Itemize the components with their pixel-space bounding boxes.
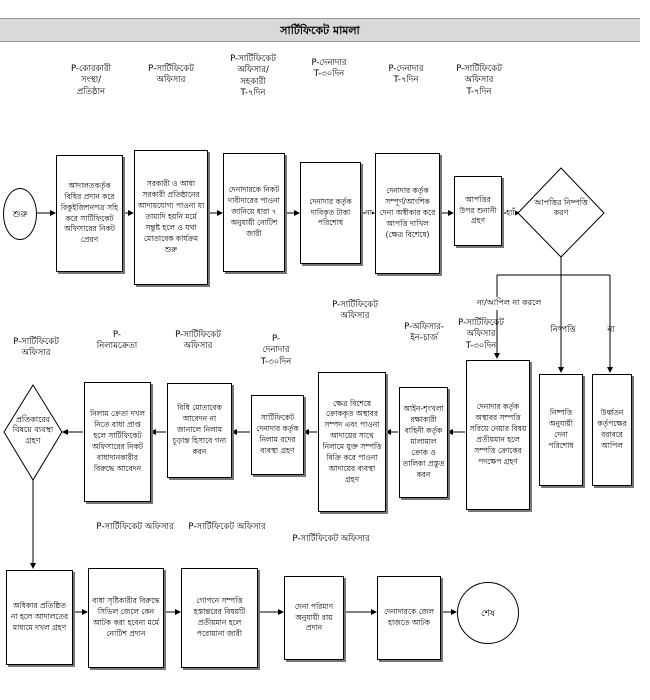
row1-label-1: P-কোরকারী সংস্থা/ প্রতিষ্ঠান xyxy=(70,64,112,97)
row1-label-6: P-সার্টিফিকেট অফিসার T-৭দিন xyxy=(456,64,502,97)
row2-box-5: আইন-শৃংখলা রক্ষাকারী বাহিনী কর্তৃক মালাম… xyxy=(399,387,448,498)
diamond-text-objection: আপত্তির নিষ্পত্তি করণ xyxy=(534,198,588,218)
row2-label-1: P-সার্টিফিকেট অফিসার xyxy=(13,337,59,359)
row2-box-8: উর্ধ্বতন কর্তৃপক্ষের বরাবরে আপিল xyxy=(592,374,632,486)
row2-box-7: নিষ্পত্তি অনুযায়ী দেনা পরিশোধ xyxy=(539,374,583,486)
diamond-text-remedy: প্রতিকারের বিষয়ে ব্যবস্থা গ্রহণ xyxy=(12,415,54,445)
row2-label-5: P-সার্টিফিকেট অফিসার xyxy=(332,300,378,322)
row1-box-4: দেনাদার কর্তৃক দাবিকৃত টাকা পরিশোধ xyxy=(300,162,361,264)
row3-box-2: বাধা সৃষ্টিকারীর বিরুদ্ধে সিভিল জেলে কেন… xyxy=(88,568,164,668)
row1-box-3: দেনাদারকে নিকট দাবীদারের পাওনা জানিয়ে ধ… xyxy=(223,153,285,272)
row2-label-7: P-সার্টিফিকেট অফিসার T-৩০দিন xyxy=(458,318,504,351)
branch-label-no-appeal: না/আপিল না করলে xyxy=(477,297,542,310)
row1-label-5: P-দেনাদার T-৭দিন xyxy=(388,64,424,86)
row3-label-2: P-সার্টিফিকেট অফিসার xyxy=(188,522,266,532)
row1-label-4: P-দেনাদার T-৩০দিন xyxy=(311,58,347,80)
row2-label-6: P-অফিসার- ইন-চার্জ xyxy=(404,322,444,344)
row3-box-1: অধিকার প্রতিষ্ঠিত না হলে আদালতের মাধ্যমে… xyxy=(6,570,73,665)
row2-label-4: P- দেনাদার T-৩০দিন xyxy=(260,334,292,367)
row1-box-1: আদালতকর্তৃক বিধির প্রদান করে রিকুইজিশনপত… xyxy=(56,155,123,272)
row2-box-4: ক্ষেত্র বিশেষে ক্রোককৃত অস্থাবর সম্পদ এব… xyxy=(318,372,386,512)
row1-box-2: সরকারী ও আধা সরকারী প্রতিষ্ঠানের আদায়যো… xyxy=(134,150,208,285)
row2-right-label-1: নিষ্পত্তি xyxy=(550,325,576,335)
edge-label-yes: হ্যাঁ xyxy=(506,207,515,220)
row2-box-1: নিলাম ক্রেতা দখল নিতে বাধা প্রাপ্ত হলে স… xyxy=(84,382,151,502)
row3-box-5: দেনাদারকে জেল হাজতে আটক xyxy=(377,576,441,660)
page-title: সার্টিফিকেট মামলা xyxy=(280,24,360,37)
row3-box-4: দেনা পরিমাণ অনুযায়ী রায় প্রদান xyxy=(284,576,344,660)
end-node: শেষ xyxy=(457,582,519,644)
title-bar: সার্টিফিকেট মামলা xyxy=(0,18,640,42)
decision-diamond-remedy xyxy=(3,384,63,481)
row2-box-6: দেনাদার কর্তৃক অস্থাবর সম্পত্তি সরিয়ে ন… xyxy=(466,360,530,510)
start-node: শুরু xyxy=(3,188,37,240)
row1-box-6: আপত্তির উপর শুনানী গ্রহণ xyxy=(454,176,502,246)
row2-box-2: বিধি মোতাবেক আবেদন না জানালে নিলাম চূড়া… xyxy=(167,383,232,478)
row1-box-5: দেনাদার কর্তৃক সম্পূর্ণ/আংশিক দেনা অস্বী… xyxy=(375,153,440,274)
row2-label-2: P- নিলামক্রেতা xyxy=(96,330,138,352)
row2-box-3: সার্টিফিকেট দেনাদার কর্তৃক নিলাম রদের ব্… xyxy=(251,395,304,475)
row3-label-3: P-সার্টিফিকেট অফিসার xyxy=(292,534,370,544)
edge-label-no: না xyxy=(365,207,373,220)
row2-right-label-2: না xyxy=(607,325,615,335)
decision-diamond-objection xyxy=(517,167,605,258)
row1-label-2: P-সার্টিফিকেট অফিসার xyxy=(148,64,194,86)
row3-label-1: P-সার্টিফিকেট অফিসার xyxy=(96,522,174,532)
row2-label-3: P-সার্টিফিকেট অফিসার xyxy=(175,330,221,352)
row1-label-3: P-সার্টিফিকেট অফিসার/ সহকারী T-৭দিন xyxy=(230,54,276,99)
row3-box-3: গোপনে সম্পত্তি হস্তান্তরের বিষয়টি প্রতী… xyxy=(181,568,258,668)
